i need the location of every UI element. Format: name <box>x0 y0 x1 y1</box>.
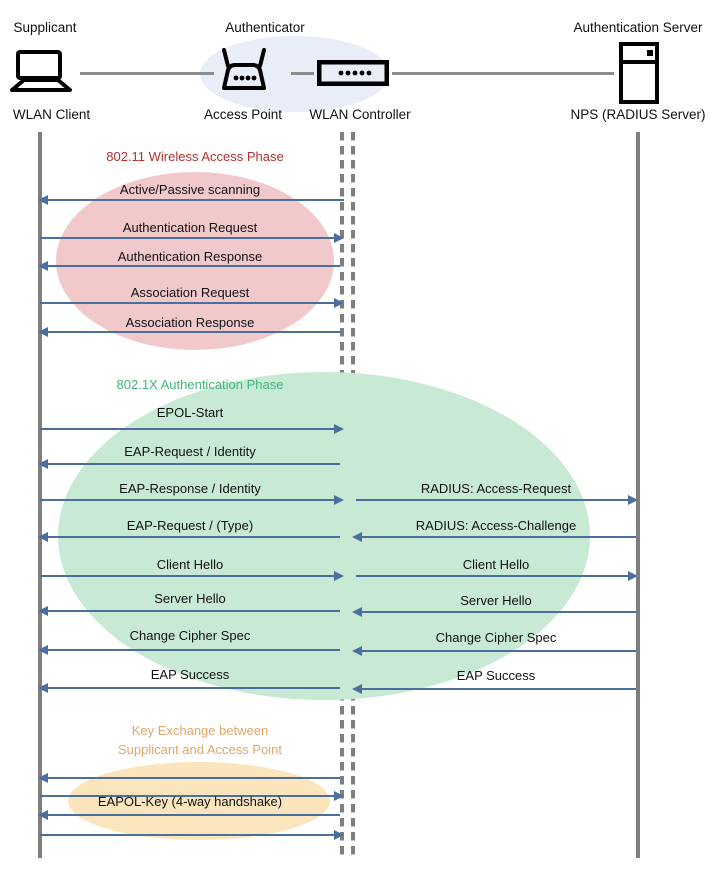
message-arrow-line <box>362 688 636 690</box>
eapol-key-group-label: EAPOL-Key (4-way handshake) <box>97 794 283 809</box>
message-label: Client Hello <box>156 557 224 572</box>
message-arrow-line <box>48 687 340 689</box>
message-label: Server Hello <box>154 591 226 606</box>
arrow-head-right-icon <box>334 495 344 505</box>
message-arrow-line <box>48 649 340 651</box>
message-label: Association Response <box>125 315 255 330</box>
message-arrow-line <box>40 237 336 239</box>
message-arrow-line <box>48 331 340 333</box>
server-rack-icon <box>619 42 659 109</box>
message-label: RADIUS: Access-Request <box>420 481 572 496</box>
message-arrow-line <box>40 834 336 836</box>
actor-device-nps-radius-server: NPS (RADIUS Server) <box>570 107 706 122</box>
arrow-head-left-icon <box>38 683 48 693</box>
phase-8021x-title: 802.1X Authentication Phase <box>116 377 284 392</box>
message-label: EAP-Response / Identity <box>119 481 261 496</box>
message-arrow-line <box>40 575 336 577</box>
arrow-head-left-icon <box>38 459 48 469</box>
message-arrow-line <box>40 499 336 501</box>
phase-80211-ellipse <box>56 172 334 350</box>
message-arrow-line <box>362 536 636 538</box>
arrow-head-left-icon <box>38 773 48 783</box>
link-client-to-ap <box>80 72 214 75</box>
arrow-head-left-icon <box>352 532 362 542</box>
network-switch-icon <box>316 59 390 91</box>
arrow-head-left-icon <box>38 532 48 542</box>
wireless-router-icon <box>214 48 274 99</box>
arrow-head-right-icon <box>334 424 344 434</box>
message-arrow-line <box>362 611 636 613</box>
message-label: EAP Success <box>456 668 536 683</box>
lifeline-auth-server <box>636 132 640 858</box>
arrow-head-right-icon <box>334 830 344 840</box>
arrow-head-left-icon <box>352 607 362 617</box>
message-label: Change Cipher Spec <box>435 630 557 645</box>
actor-role-authenticator: Authenticator <box>225 20 305 35</box>
arrow-head-left-icon <box>352 646 362 656</box>
message-arrow-line <box>362 650 636 652</box>
message-arrow-line <box>48 610 340 612</box>
message-label: Client Hello <box>462 557 530 572</box>
message-label: EPOL-Start <box>156 405 224 420</box>
message-label: EAP-Request / Identity <box>124 444 256 459</box>
arrow-head-left-icon <box>38 195 48 205</box>
message-arrow-line <box>48 199 344 201</box>
message-label: Authentication Request <box>122 220 258 235</box>
arrow-head-left-icon <box>38 261 48 271</box>
arrow-head-right-icon <box>628 571 638 581</box>
message-label: EAP-Request / (Type) <box>126 518 254 533</box>
laptop-icon <box>10 50 72 99</box>
message-arrow-line <box>356 499 630 501</box>
message-arrow-line <box>40 795 336 797</box>
actor-role-supplicant: Supplicant <box>13 20 77 35</box>
actor-role-auth-server: Authentication Server <box>573 20 703 35</box>
message-arrow-line <box>356 575 630 577</box>
message-arrow-line <box>40 428 336 430</box>
actor-device-wlan-client: WLAN Client <box>12 107 91 122</box>
message-arrow-line <box>48 814 340 816</box>
message-label: EAP Success <box>150 667 230 682</box>
message-label: Association Request <box>130 285 250 300</box>
message-label: Server Hello <box>460 593 532 608</box>
phase-80211-title: 802.11 Wireless Access Phase <box>106 149 284 164</box>
message-label: Active/Passive scanning <box>119 182 261 197</box>
arrow-head-left-icon <box>38 810 48 820</box>
actor-device-access-point: Access Point <box>203 107 283 122</box>
link-controller-to-server <box>392 72 614 75</box>
message-label: Authentication Response <box>117 249 263 264</box>
message-label: Change Cipher Spec <box>129 628 251 643</box>
arrow-head-left-icon <box>38 327 48 337</box>
message-arrow-line <box>48 777 340 779</box>
phase-key-exchange-title-line2: Supplicant and Access Point <box>117 742 283 757</box>
actor-device-wlan-controller: WLAN Controller <box>309 107 411 122</box>
arrow-head-right-icon <box>334 233 344 243</box>
message-arrow-line <box>40 302 336 304</box>
arrow-head-right-icon <box>334 791 344 801</box>
message-arrow-line <box>48 463 340 465</box>
link-ap-to-controller <box>291 72 314 75</box>
phase-key-exchange-title-line1: Key Exchange between <box>131 723 269 738</box>
arrow-head-right-icon <box>334 571 344 581</box>
arrow-head-right-icon <box>334 298 344 308</box>
arrow-head-left-icon <box>38 645 48 655</box>
message-arrow-line <box>48 536 340 538</box>
message-arrow-line <box>48 265 340 267</box>
lifeline-supplicant <box>38 132 42 858</box>
phase-key-exchange-ellipse <box>68 762 330 840</box>
arrow-head-left-icon <box>352 684 362 694</box>
arrow-head-right-icon <box>628 495 638 505</box>
arrow-head-left-icon <box>38 606 48 616</box>
message-label: RADIUS: Access-Challenge <box>415 518 577 533</box>
